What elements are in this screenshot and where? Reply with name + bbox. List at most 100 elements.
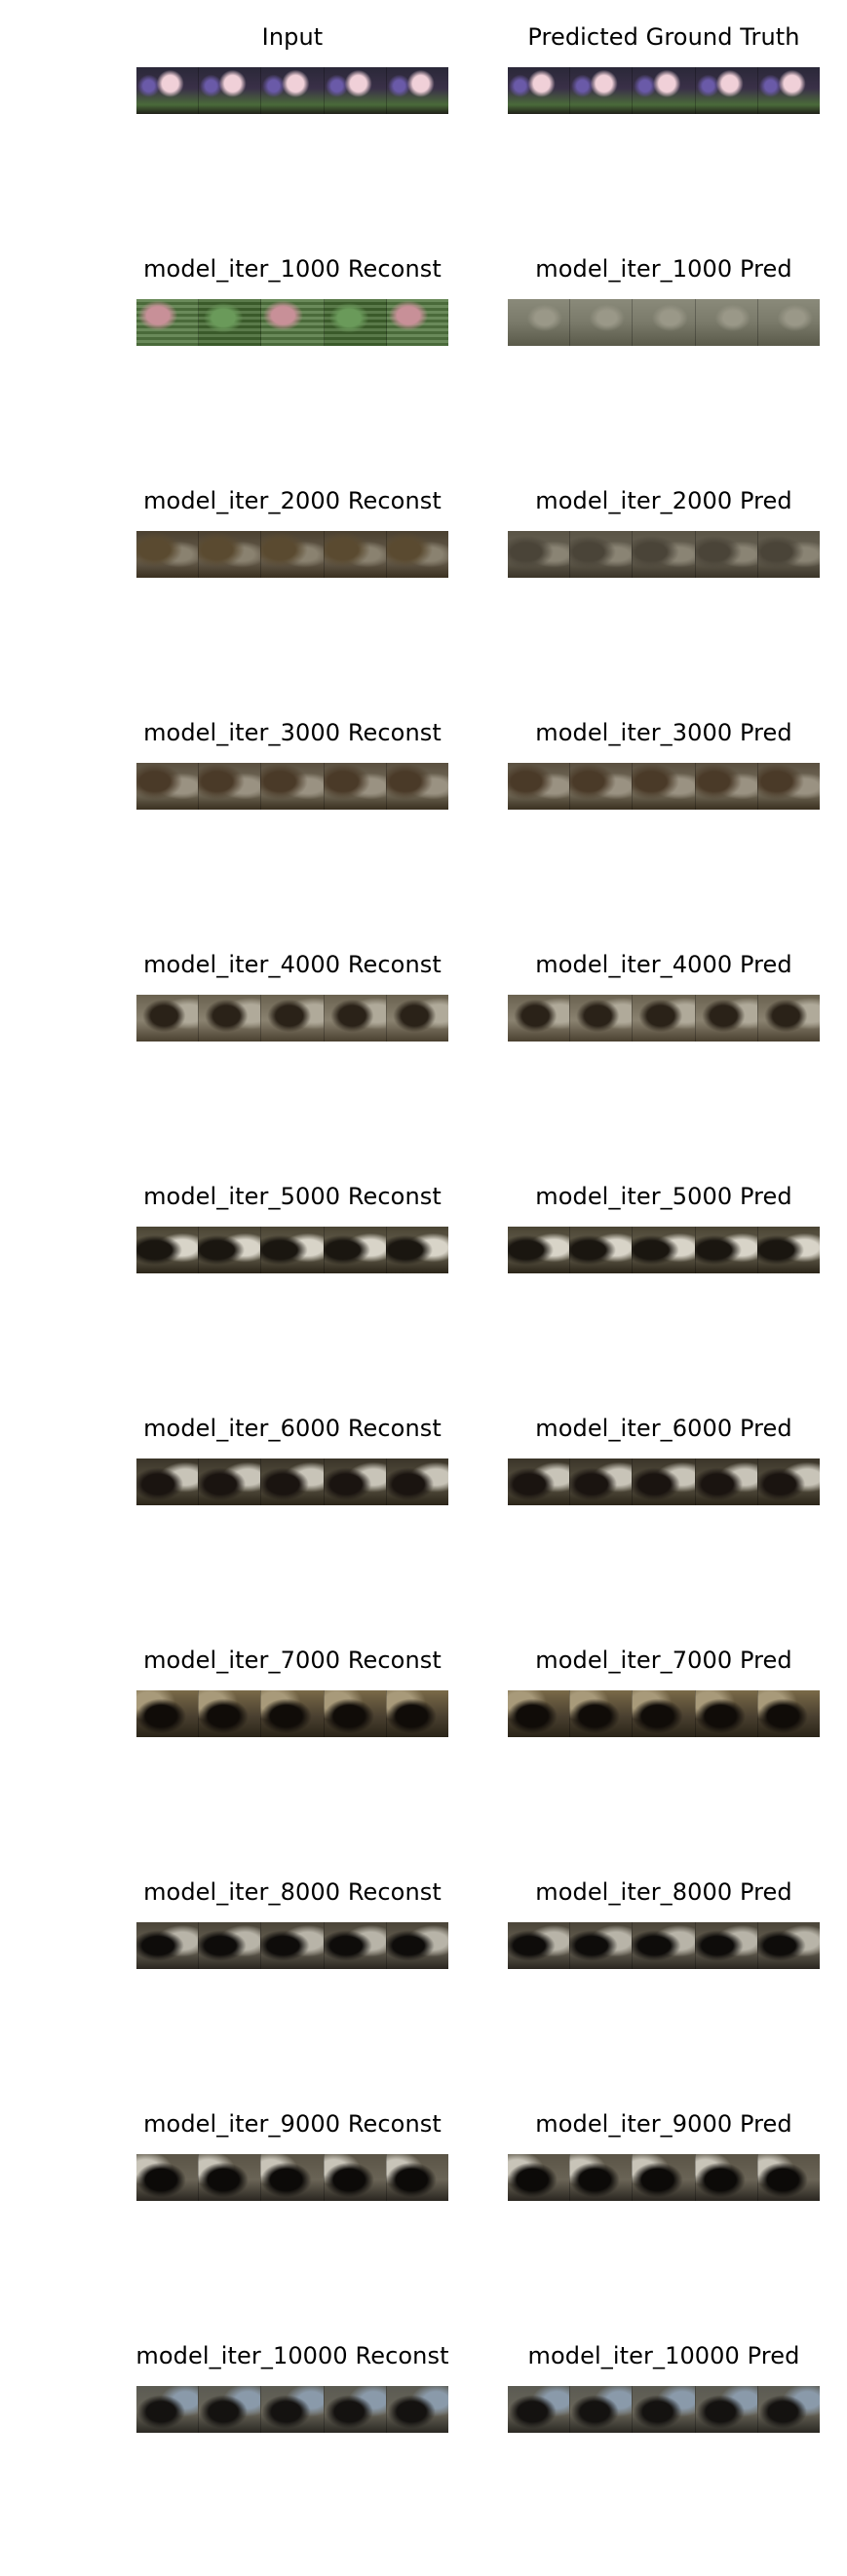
panel-title: model_iter_10000 Reconst [135,2342,449,2369]
frame-strip-image [136,763,448,810]
video-frame [136,299,200,346]
video-frame [324,67,387,114]
frame-strip-image [508,1922,820,1969]
prediction-panel: model_iter_1000 Pred [498,255,829,346]
video-frame [757,995,820,1042]
video-frame [261,2154,325,2201]
panel-title: model_iter_6000 Pred [535,1415,792,1442]
video-frame [757,2386,820,2433]
video-frame [386,995,448,1042]
reconstruction-panel: model_iter_10000 Reconst [127,2342,458,2433]
video-frame [508,531,571,578]
panel-row: model_iter_1000 Reconst model_iter_1000 P… [0,255,847,489]
video-frame [199,995,262,1042]
video-frame [757,1458,820,1505]
video-frame [386,1922,448,1969]
video-frame [324,1690,387,1737]
reconstruction-panel: model_iter_9000 Reconst [127,2110,458,2201]
frame-strip-image [508,299,820,346]
panel-title: model_iter_8000 Reconst [143,1878,442,1906]
frame-strip-image [136,1458,448,1505]
video-frame [324,995,387,1042]
frame-strip-image [508,1227,820,1273]
prediction-panel: model_iter_3000 Pred [498,719,829,810]
video-frame [508,1227,571,1273]
panel-row: model_iter_10000 Reconst model_iter_10000… [0,2342,847,2576]
reconstruction-panel: model_iter_6000 Reconst [127,1415,458,1505]
frame-strip-image [136,67,448,114]
video-frame [570,2386,634,2433]
video-frame [695,67,758,114]
panel-title: model_iter_4000 Pred [535,951,792,978]
frame-strip-image [136,1690,448,1737]
panel-title: model_iter_6000 Reconst [143,1415,442,1442]
video-frame [570,995,634,1042]
video-frame [508,2154,571,2201]
prediction-panel: model_iter_8000 Pred [498,1878,829,1969]
video-frame [386,2386,448,2433]
video-frame [261,1922,325,1969]
frame-strip-image [136,2154,448,2201]
video-frame [261,1227,325,1273]
video-frame [757,763,820,810]
video-frame [136,1690,200,1737]
panel-title: model_iter_4000 Reconst [143,951,442,978]
reconstruction-panel: Input [127,23,458,114]
frame-strip-image [136,299,448,346]
video-frame [136,1458,200,1505]
reconstruction-panel: model_iter_2000 Reconst [127,487,458,578]
video-frame [508,1458,571,1505]
prediction-panel: Predicted Ground Truth [498,23,829,114]
video-frame [633,1690,696,1737]
panel-row: model_iter_3000 Reconst model_iter_3000 P… [0,719,847,953]
prediction-panel: model_iter_2000 Pred [498,487,829,578]
video-frame [324,299,387,346]
video-frame [633,1922,696,1969]
video-frame [508,67,571,114]
frame-strip-image [136,995,448,1042]
video-frame [695,763,758,810]
reconstruction-panel: model_iter_3000 Reconst [127,719,458,810]
video-frame [695,1458,758,1505]
video-frame [199,1227,262,1273]
panel-row: model_iter_8000 Reconst model_iter_8000 P… [0,1878,847,2112]
video-frame [508,763,571,810]
video-frame [386,531,448,578]
video-frame [570,1227,634,1273]
video-frame [136,995,200,1042]
video-frame [570,67,634,114]
video-frame [633,2386,696,2433]
frame-strip-image [508,2154,820,2201]
video-frame [136,531,200,578]
video-frame [757,531,820,578]
video-frame [199,531,262,578]
video-frame [136,67,200,114]
panel-title: model_iter_1000 Reconst [143,255,442,283]
panel-title: model_iter_8000 Pred [535,1878,792,1906]
video-frame [570,1922,634,1969]
video-frame [261,1690,325,1737]
frame-strip-image [508,67,820,114]
video-frame [199,1922,262,1969]
panel-title: model_iter_9000 Pred [535,2110,792,2138]
video-frame [261,1458,325,1505]
video-frame [261,763,325,810]
video-frame [570,531,634,578]
frame-strip-image [136,1922,448,1969]
video-frame [508,2386,571,2433]
video-frame [570,763,634,810]
video-frame [695,1227,758,1273]
prediction-panel: model_iter_7000 Pred [498,1647,829,1737]
panel-row: model_iter_6000 Reconst model_iter_6000 P… [0,1415,847,1648]
panel-title: model_iter_3000 Reconst [143,719,442,746]
video-frame [757,1690,820,1737]
video-frame [136,2154,200,2201]
prediction-panel: model_iter_4000 Pred [498,951,829,1042]
panel-title: model_iter_5000 Pred [535,1183,792,1210]
video-frame [324,763,387,810]
prediction-panel: model_iter_6000 Pred [498,1415,829,1505]
reconstruction-panel: model_iter_1000 Reconst [127,255,458,346]
video-frame [757,67,820,114]
prediction-panel: model_iter_10000 Pred [498,2342,829,2433]
